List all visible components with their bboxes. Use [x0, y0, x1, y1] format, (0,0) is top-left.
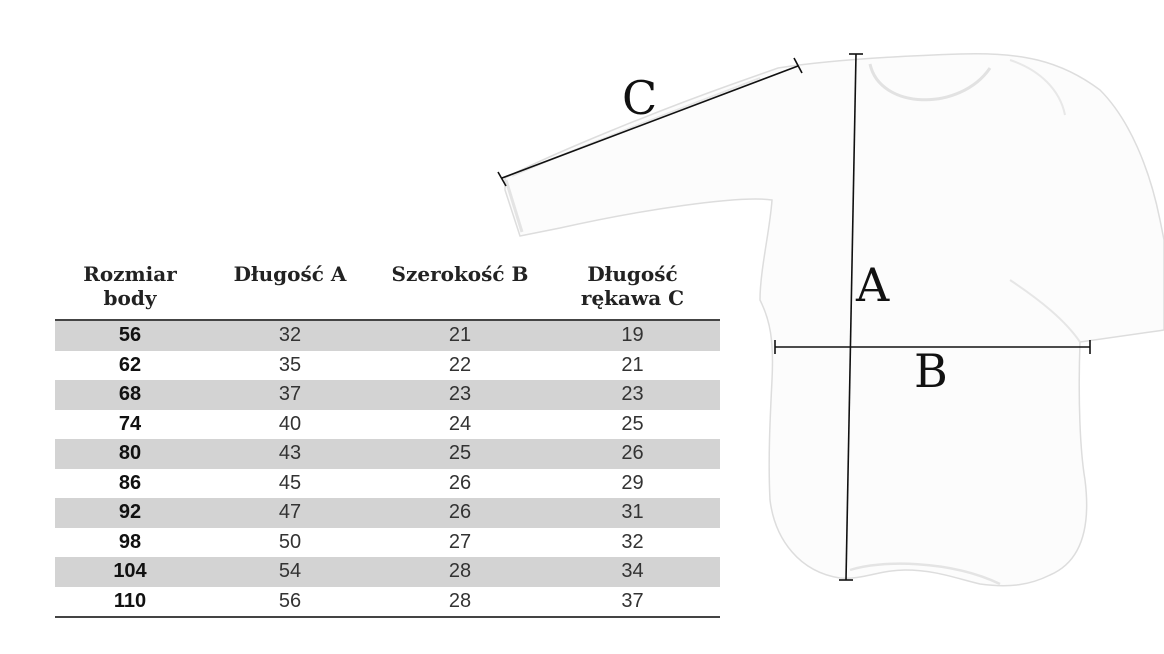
cell-sleeve-c: 32	[621, 530, 644, 553]
cell-length-a: 43	[205, 439, 375, 469]
cell-width-b: 25	[375, 439, 545, 469]
onesie-body-shape	[504, 52, 1164, 587]
dimension-line-a	[845, 53, 857, 581]
cell-width-b: 24	[448, 412, 472, 435]
sleeve-cuff	[504, 179, 524, 233]
cell-width-b: 28	[375, 586, 545, 618]
dimension-line-c	[501, 65, 799, 179]
dimension-tick-c-end	[793, 57, 803, 74]
cell-length-a: 54	[205, 557, 375, 587]
cell-width-b: 27	[448, 530, 472, 553]
dimension-label-a: A	[856, 258, 890, 312]
header-size: Rozmiar body	[55, 258, 205, 321]
cell-sleeve-c: 25	[621, 412, 644, 435]
cell-sleeve-c: 21	[621, 353, 644, 376]
dimension-label-c: C	[622, 71, 658, 125]
cell-size: 104	[55, 557, 205, 587]
cell-length-a: 40	[278, 412, 302, 435]
shoulder-overlap	[1009, 59, 1066, 116]
cell-sleeve-c: 29	[621, 471, 644, 494]
cell-sleeve-c: 34	[545, 557, 720, 587]
cell-width-b: 22	[448, 353, 472, 376]
header-length-a: Długość A	[205, 258, 375, 321]
cell-size: 62	[118, 353, 142, 376]
table-row: 86 45 26 29	[55, 469, 720, 499]
cell-length-a: 45	[278, 471, 302, 494]
right-sleeve-edge	[1009, 279, 1081, 343]
neckline	[868, 63, 992, 102]
cell-width-b: 26	[375, 498, 545, 528]
size-table: Rozmiar body Długość A Szerokość B Długo…	[55, 258, 720, 618]
cell-length-a: 35	[278, 353, 302, 376]
cell-size: 92	[55, 498, 205, 528]
table-row: 74 40 24 25	[55, 410, 720, 440]
cell-size: 110	[55, 586, 205, 618]
cell-width-b: 28	[375, 557, 545, 587]
cell-width-b: 21	[375, 320, 545, 351]
cell-sleeve-c: 31	[545, 498, 720, 528]
cell-size: 56	[55, 320, 205, 351]
cell-size: 74	[118, 412, 142, 435]
dimension-tick-c-start	[497, 171, 507, 187]
dimension-label-b: B	[914, 344, 948, 398]
table-row: 98 50 27 32	[55, 528, 720, 558]
cell-size: 86	[118, 471, 142, 494]
table-header-row: Rozmiar body Długość A Szerokość B Długo…	[55, 258, 720, 321]
cell-sleeve-c: 19	[545, 320, 720, 351]
cell-width-b: 26	[448, 471, 472, 494]
cell-length-a: 50	[278, 530, 302, 553]
cell-width-b: 23	[375, 380, 545, 410]
header-width-b: Szerokość B	[375, 258, 545, 321]
cell-sleeve-c: 23	[545, 380, 720, 410]
cell-length-a: 37	[205, 380, 375, 410]
cell-sleeve-c: 37	[545, 586, 720, 618]
table-row: 62 35 22 21	[55, 351, 720, 381]
cell-length-a: 32	[205, 320, 375, 351]
crotch-edge	[849, 562, 1001, 586]
cell-length-a: 47	[205, 498, 375, 528]
cell-size: 98	[118, 530, 142, 553]
cell-size: 80	[55, 439, 205, 469]
cell-length-a: 56	[205, 586, 375, 618]
cell-size: 68	[55, 380, 205, 410]
cell-sleeve-c: 26	[545, 439, 720, 469]
header-sleeve-c: Długość rękawa C	[545, 258, 720, 321]
